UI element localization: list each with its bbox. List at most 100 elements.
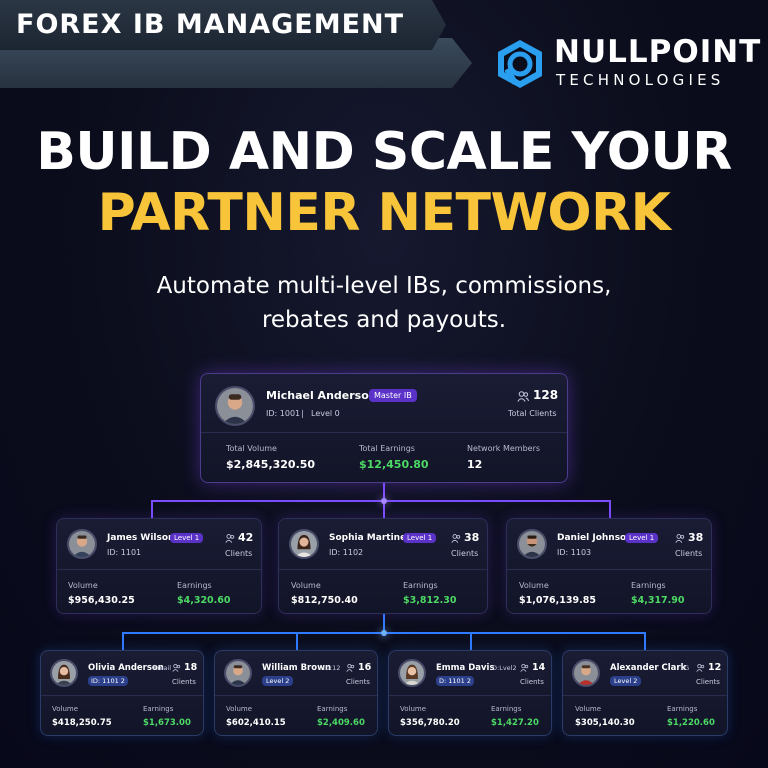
stat-label: Total Earnings [359, 444, 415, 453]
member-id: ID: 1103 [557, 548, 592, 557]
member-name: James Wilson [107, 533, 175, 543]
member-name: Daniel Johnson [557, 533, 633, 543]
level2-card[interactable]: Emma Davis D:Lvel2 D: 1101 2 14 Clients … [388, 650, 552, 736]
connector-level2-d [644, 632, 646, 651]
avatar [50, 659, 78, 687]
earnings-value: $4,320.60 [177, 595, 231, 606]
level-badge: Level 1 [403, 533, 437, 543]
users-icon [346, 664, 355, 672]
volume-label: Volume [291, 581, 321, 590]
card-divider [389, 695, 551, 696]
banner-text: FOREX IB MANAGEMENT [16, 9, 405, 40]
connector-level1-center [383, 500, 385, 519]
client-count: 16 [358, 662, 372, 673]
avatar [224, 659, 252, 687]
card-divider [41, 695, 203, 696]
earnings-label: Earnings [631, 581, 666, 590]
volume-value: $356,780.20 [400, 718, 460, 728]
users-icon [172, 664, 181, 672]
client-count-label: Clients [696, 678, 720, 686]
earnings-label: Earnings [317, 705, 348, 713]
level2-card[interactable]: William Brown ID:12 Level 2 16 Clients V… [214, 650, 378, 736]
earnings-value: $1,427.20 [491, 718, 539, 728]
logo-name: NULLPOINT [554, 34, 762, 70]
users-icon [451, 534, 461, 543]
avatar [215, 386, 255, 426]
master-ib-badge: Master IB [369, 389, 417, 402]
card-divider [57, 569, 261, 570]
volume-value: $956,430.25 [68, 595, 135, 606]
earnings-label: Earnings [143, 705, 174, 713]
level1-card[interactable]: Daniel Johnson Level 1 ID: 1103 38 Clien… [506, 518, 712, 614]
stat-value: $2,845,320.50 [226, 458, 316, 471]
client-count: 12 [708, 662, 722, 673]
connector-level1-right [609, 500, 611, 519]
client-count: 38 [464, 531, 480, 544]
company-logo: NULLPOINT TECHNOLOGIES [494, 34, 760, 92]
member-name: Emma Davis [436, 663, 495, 673]
client-count-label: Clients [451, 549, 479, 558]
client-count: 38 [688, 531, 704, 544]
level-badge: Level 2 [262, 676, 294, 686]
subtitle-line-2: rebates and payouts. [261, 307, 507, 333]
earnings-value: $3,812.30 [403, 595, 457, 606]
volume-label: Volume [400, 705, 427, 713]
users-icon [520, 664, 529, 672]
level2-card[interactable]: Alexander Clark 1G Level 2 12 Clients Vo… [562, 650, 728, 736]
earnings-label: Earnings [491, 705, 522, 713]
level1-card[interactable]: James Wilson Level 1 ID: 1101 42 Clients… [56, 518, 262, 614]
level-badge: Level 1 [170, 533, 204, 543]
stat-value: $12,450.80 [359, 458, 429, 471]
member-tag: D:Lvel2 [492, 664, 517, 672]
client-count-label: Clients [225, 549, 253, 558]
client-count: 42 [238, 531, 254, 544]
member-id: ID: 1001 [266, 409, 301, 418]
level1-card[interactable]: Sophia Martinez Level 1 ID: 1102 38 Clie… [278, 518, 488, 614]
volume-value: $418,250.75 [52, 718, 112, 728]
stat-label: Total Volume [226, 444, 277, 453]
users-icon [675, 534, 685, 543]
volume-label: Volume [519, 581, 549, 590]
level-badge: Level 1 [625, 533, 659, 543]
card-divider [563, 695, 727, 696]
stat-value: 12 [467, 458, 483, 471]
level-badge: ID: 1101 2 [88, 676, 128, 686]
avatar [572, 659, 600, 687]
logo-subtitle: TECHNOLOGIES [556, 71, 725, 89]
volume-value: $305,140.30 [575, 718, 635, 728]
connector-level2-c [470, 632, 472, 651]
earnings-value: $2,409.60 [317, 718, 365, 728]
member-id: ID: 1101 [107, 548, 142, 557]
connector-level2-a [122, 632, 124, 651]
member-tag: Email [153, 664, 172, 672]
level2-card[interactable]: Olivia Anderson Email ID: 1101 2 18 Clie… [40, 650, 204, 736]
member-level: Level 0 [311, 409, 340, 418]
member-id: ID: 1102 [329, 548, 364, 557]
card-divider [507, 569, 711, 570]
users-icon [696, 664, 705, 672]
member-tag: 1G [680, 664, 690, 672]
users-icon [225, 534, 235, 543]
earnings-label: Earnings [403, 581, 438, 590]
connector-node [381, 630, 387, 636]
avatar [517, 529, 547, 559]
client-count: 14 [532, 662, 546, 673]
earnings-value: $4,317.90 [631, 595, 685, 606]
member-name: Sophia Martinez [329, 533, 412, 543]
connector-node [381, 498, 387, 504]
client-count-label: Total Clients [508, 409, 557, 418]
connector-level2-b [296, 632, 298, 651]
member-tag: ID:12 [323, 664, 341, 672]
connector-master-down [383, 482, 385, 502]
level-badge: D: 1101 2 [436, 676, 475, 686]
volume-value: $1,076,139.85 [519, 595, 596, 606]
master-ib-card[interactable]: Michael Anderson Master IB ID: 1001 | Le… [200, 373, 568, 483]
avatar [289, 529, 319, 559]
earnings-value: $1,673.00 [143, 718, 191, 728]
avatar [398, 659, 426, 687]
earnings-value: $1,220.60 [667, 718, 715, 728]
headline-line-2: PARTNER NETWORK [97, 183, 671, 243]
member-name: Michael Anderson [266, 389, 377, 402]
card-divider [279, 569, 487, 570]
headline-line-1: BUILD AND SCALE YOUR [36, 122, 732, 182]
